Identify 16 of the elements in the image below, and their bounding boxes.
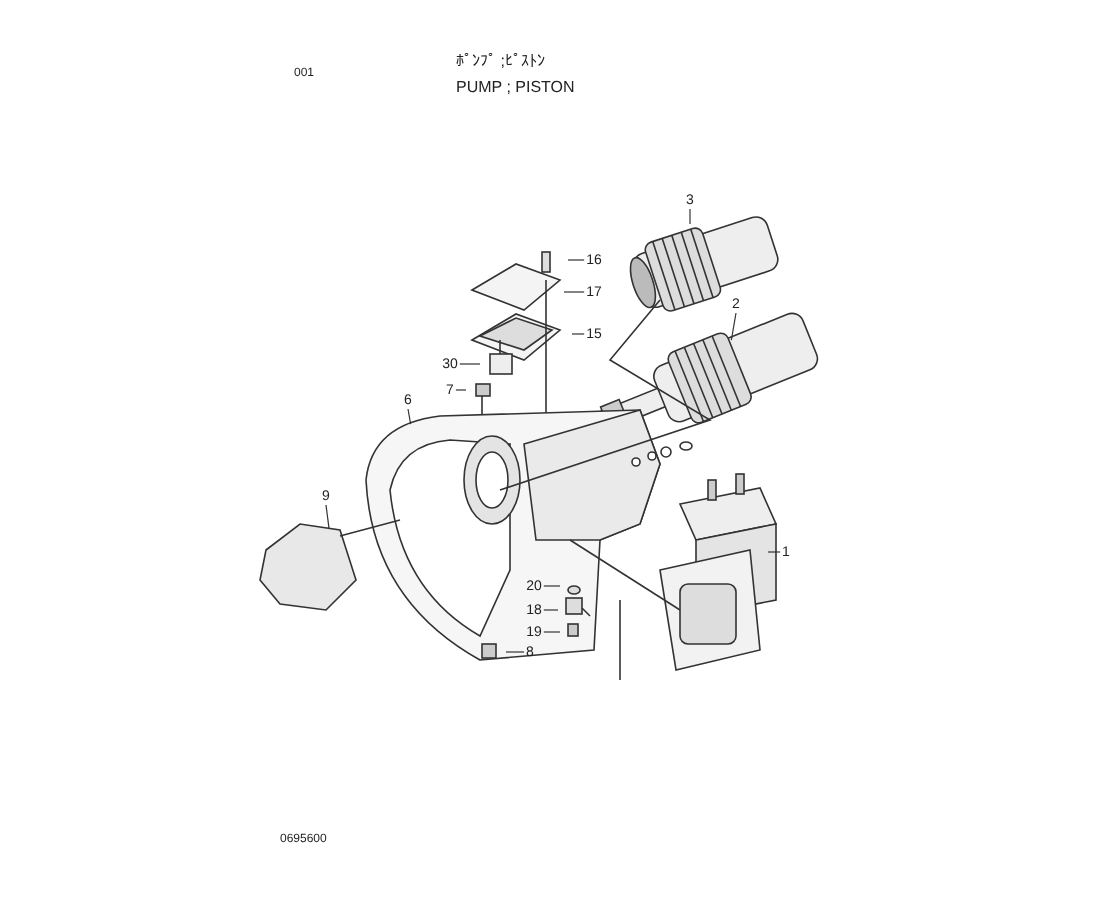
leader-line [571,333,585,335]
heading-text: ﾎﾟﾝﾌﾟ ;ﾋﾟｽﾄﾝ [456,54,545,70]
leader-line [567,259,585,261]
leader-line [543,631,561,633]
leader-line [325,504,330,529]
leader-line [563,291,585,293]
leader-line [505,651,525,653]
leader-line [689,208,691,225]
leader-line [543,609,559,611]
leader-line [407,408,412,425]
leader-line [767,551,781,553]
title: PUMP ; PISTON [456,80,575,96]
leader-line [455,389,467,391]
leader-line [543,585,561,587]
leader-line [459,363,481,365]
leader-line [730,312,737,341]
